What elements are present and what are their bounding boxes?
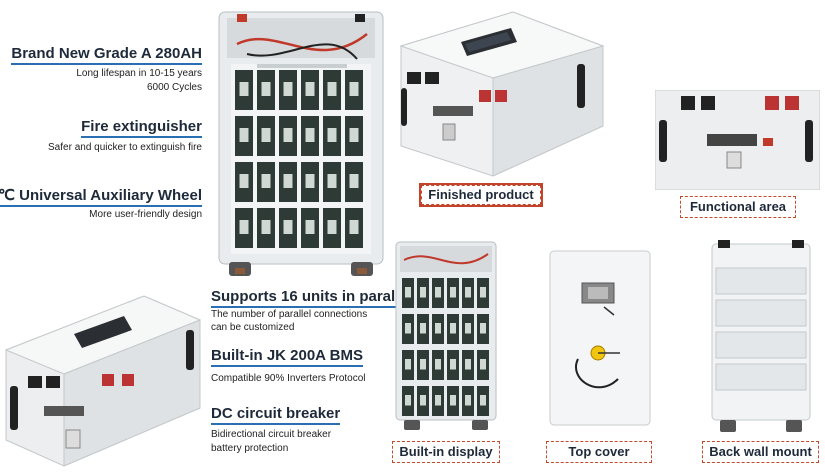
cell-label [305, 220, 315, 234]
cell-label [420, 359, 426, 370]
cell-label [327, 128, 337, 142]
cell-label [465, 287, 471, 298]
cell-label [349, 220, 359, 234]
feature-sub-lifespan: Long lifespan in 10-15 years [76, 68, 202, 79]
feature-sub-parallel-2: can be customized [211, 322, 295, 333]
feature-title-fire: Fire extinguisher [81, 118, 202, 138]
cell-label [405, 359, 411, 370]
cell-label [450, 359, 456, 370]
built-in-display-image [394, 238, 498, 434]
cell-label [283, 82, 293, 96]
cell-label [405, 323, 411, 334]
finished-product-image [393, 6, 608, 181]
cell-label [480, 287, 486, 298]
cell-label [480, 395, 486, 406]
cell-label [450, 395, 456, 406]
open-battery-image [217, 4, 385, 284]
cell-label [305, 174, 315, 188]
cell-label [480, 359, 486, 370]
back-wall-mount-label: Back wall mount [702, 441, 819, 463]
cell-label [420, 395, 426, 406]
cell-label [239, 174, 249, 188]
cell-label [305, 128, 315, 142]
cell-label [435, 323, 441, 334]
cell-label [435, 359, 441, 370]
cell-label [327, 82, 337, 96]
feature-sub-breaker-1: Bidirectional circuit breaker [211, 429, 332, 440]
built-in-display-label: Built-in display [392, 441, 500, 463]
feature-title-wheel: 360℃ Universal Auxiliary Wheel [0, 186, 202, 207]
cell-label [405, 287, 411, 298]
top-cover-image [548, 249, 652, 427]
cell-label [283, 220, 293, 234]
cell-label [349, 174, 359, 188]
top-cover-label: Top cover [546, 441, 652, 463]
cell-label [420, 323, 426, 334]
cell-label [239, 220, 249, 234]
feature-sub-wheel: More user-friendly design [89, 209, 202, 220]
feature-sub-fire: Safer and quicker to extinguish fire [48, 142, 202, 153]
feature-sub-parallel-1: The number of parallel connections [211, 309, 368, 320]
cell-label [349, 128, 359, 142]
cell-label [283, 128, 293, 142]
feature-title-breaker: DC circuit breaker [211, 405, 341, 425]
cell-label [283, 174, 293, 188]
cell-label [465, 359, 471, 370]
cell-label [465, 395, 471, 406]
cell-label [465, 323, 471, 334]
cell-label [327, 220, 337, 234]
feature-title-capacity: Brand New Grade A 280AH [11, 45, 202, 65]
cell-label [450, 323, 456, 334]
cell-label [405, 395, 411, 406]
cell-label [435, 395, 441, 406]
cell-label [349, 82, 359, 96]
feature-title-bms: Built-in JK 200A BMS [211, 347, 363, 367]
cell-label [261, 128, 271, 142]
cell-label [239, 82, 249, 96]
cell-label [435, 287, 441, 298]
cell-label [327, 174, 337, 188]
finished-product-label: Finished product [419, 183, 543, 207]
feature-sub-breaker-2: battery protection [211, 443, 289, 454]
feature-sub-cycles: 6000 Cycles [146, 82, 202, 93]
feature-sub-bms: Compatible 90% Inverters Protocol [211, 373, 366, 384]
cell-label [239, 128, 249, 142]
cell-label [480, 323, 486, 334]
functional-area-label: Functional area [680, 196, 796, 218]
side-battery-image [4, 290, 202, 470]
cell-label [261, 174, 271, 188]
cell-label [261, 220, 271, 234]
cell-label [420, 287, 426, 298]
feature-title-parallel: Supports 16 units in parallel [211, 288, 412, 308]
back-wall-mount-image [708, 238, 814, 434]
cell-label [261, 82, 271, 96]
cell-label [305, 82, 315, 96]
functional-area-image [655, 90, 820, 190]
cell-label [450, 287, 456, 298]
